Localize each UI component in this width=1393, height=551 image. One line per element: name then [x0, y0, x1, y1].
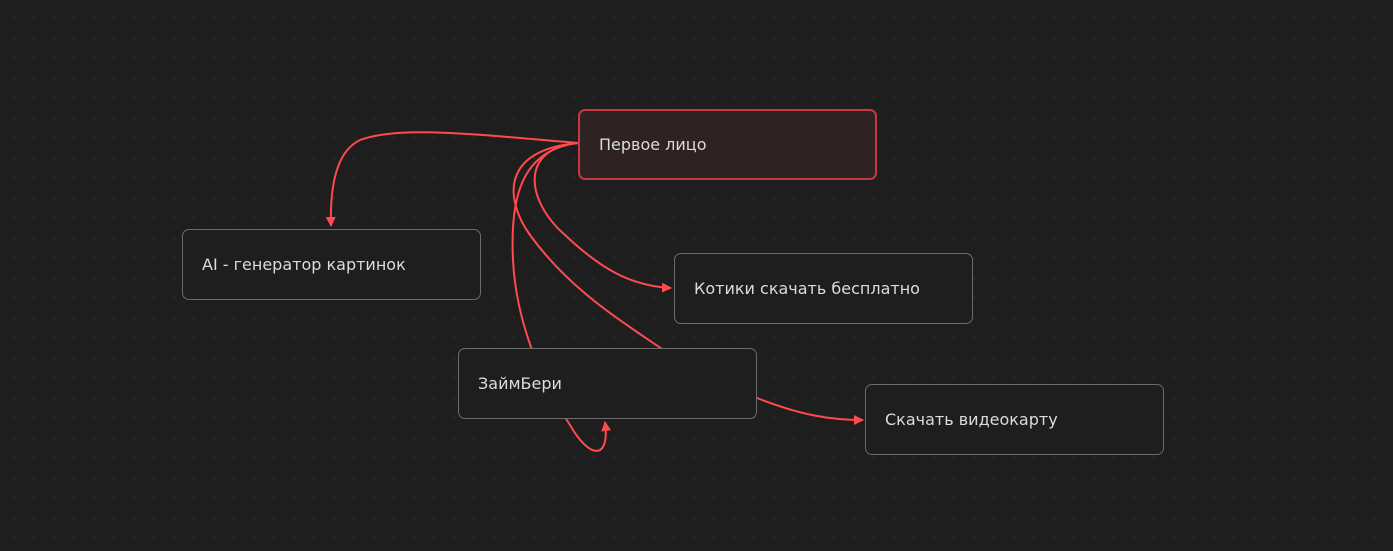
node-first-person[interactable]: Первое лицо — [578, 109, 877, 180]
node-label: Скачать видеокарту — [885, 410, 1058, 429]
node-label: Котики скачать бесплатно — [694, 279, 920, 298]
node-ai-generator[interactable]: AI - генератор картинок — [182, 229, 481, 300]
node-label: Первое лицо — [599, 135, 707, 154]
edge-first-to-ai[interactable] — [325, 131, 579, 227]
node-label: ЗаймБери — [478, 374, 562, 393]
node-zaimberi[interactable]: ЗаймБери — [458, 348, 757, 419]
node-label: AI - генератор картинок — [202, 255, 406, 274]
node-gpu[interactable]: Скачать видеокарту — [865, 384, 1164, 455]
node-cats[interactable]: Котики скачать бесплатно — [674, 253, 973, 324]
edge-first-to-gpu[interactable] — [512, 142, 864, 425]
edge-first-to-cats[interactable] — [533, 142, 672, 293]
edge-first-to-zaimberi-loop[interactable] — [511, 142, 612, 452]
